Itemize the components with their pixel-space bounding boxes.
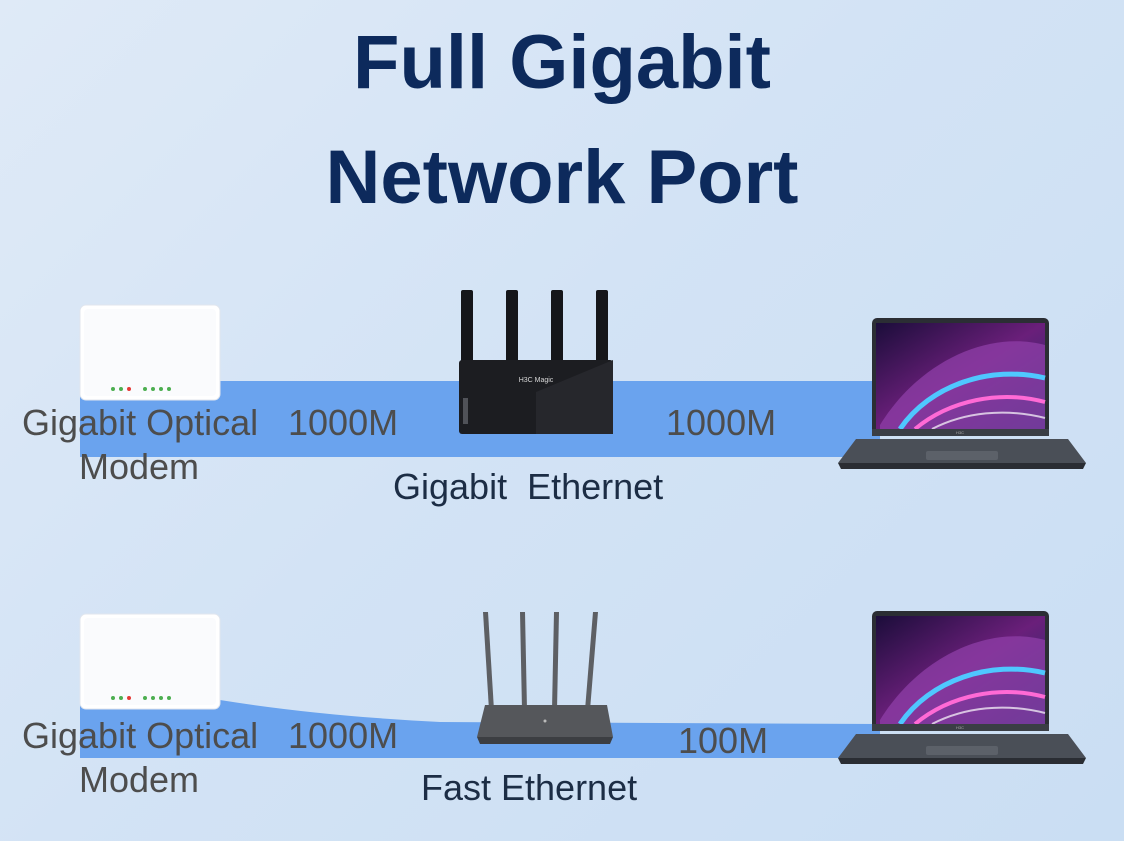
modem-label-top-line2: Modem xyxy=(79,446,200,487)
optical-modem-top xyxy=(79,304,221,401)
optical-modem-bottom xyxy=(79,613,221,710)
router-caption-top: Gigabit Ethernet xyxy=(393,466,664,507)
modem-label-bottom-line1: Gigabit Optical xyxy=(22,715,259,756)
laptop-brand-text-bottom: H3C xyxy=(956,725,964,730)
title-line-1: Full Gigabit xyxy=(353,20,771,105)
modem-label-bottom-line2: Modem xyxy=(79,759,200,800)
laptop-top: H3C xyxy=(838,318,1086,469)
gigabit-router: H3C Magic xyxy=(459,290,613,434)
link-speed-top-right: 1000M xyxy=(666,402,777,443)
router-brand-text: H3C Magic xyxy=(519,377,554,384)
title-line-2: Network Port xyxy=(325,135,799,220)
laptop-brand-text: H3C xyxy=(956,430,964,435)
router-caption-bottom: Fast Ethernet xyxy=(421,767,638,808)
link-speed-bottom-left: 1000M xyxy=(288,715,399,756)
modem-label-top-line1: Gigabit Optical xyxy=(22,402,259,443)
link-speed-bottom-right: 100M xyxy=(678,720,769,761)
fast-ethernet-router xyxy=(477,612,613,744)
link-speed-top-left: 1000M xyxy=(288,402,399,443)
laptop-bottom: H3C xyxy=(838,611,1086,764)
